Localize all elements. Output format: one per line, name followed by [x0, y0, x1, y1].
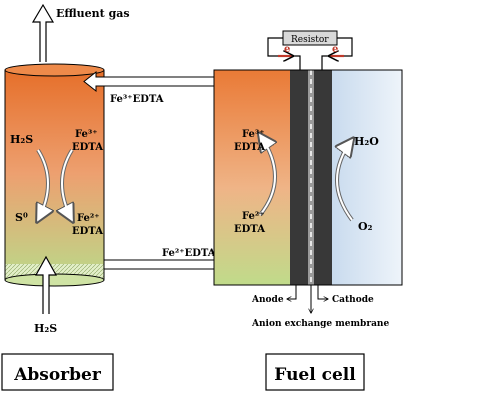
absorber-h2s-label: H₂S	[10, 133, 33, 146]
effluent-gas-label: Effluent gas	[56, 7, 130, 20]
fe3-edta-top-label: Fe³⁺EDTA	[110, 94, 164, 105]
absorber-s0-label: S⁰	[15, 211, 28, 224]
effluent-gas-arrow	[31, 3, 55, 62]
absorber-fe3-label: Fe³⁺	[75, 129, 98, 140]
anode-reaction-arrow	[260, 135, 275, 217]
resistor-box	[282, 30, 338, 46]
fuel-cell-title-box	[265, 353, 365, 391]
fuel-cell	[213, 69, 403, 286]
absorber-fe2-edta-label: EDTA	[72, 226, 103, 237]
cell-fe3-label: Fe³⁺	[242, 129, 265, 140]
cell-fe3-edta-label: EDTA	[234, 142, 265, 153]
fe2-edta-bottom-label: Fe²⁺EDTA	[162, 248, 216, 259]
electron-right-label: e	[332, 44, 338, 55]
cell-fe2-label: Fe²⁺	[242, 211, 265, 222]
absorber-fe3-edta-label: EDTA	[72, 142, 103, 153]
cell-fe2-edta-label: EDTA	[234, 224, 265, 235]
electrode-pointers	[287, 285, 328, 313]
resistor-label: Resistor	[291, 35, 329, 45]
cathode-label: Cathode	[332, 295, 374, 305]
absorber-title: Absorber	[13, 365, 102, 385]
h2s-inlet-label: H₂S	[34, 322, 57, 335]
o2-label: O₂	[358, 220, 373, 233]
fuel-cell-title: Fuel cell	[274, 365, 356, 385]
external-circuit	[267, 30, 353, 70]
anode-label: Anode	[251, 295, 284, 305]
absorber-title-box	[1, 353, 114, 391]
h2s-inlet-arrow	[34, 255, 58, 314]
cathode-reaction-arrow	[337, 140, 352, 222]
membrane-label: Anion exchange membrane	[251, 319, 389, 329]
fe3-return-arrow	[83, 70, 215, 93]
absorber-fe2-label: Fe²⁺	[77, 213, 100, 224]
absorber-column	[4, 63, 105, 287]
electron-left-label: e	[284, 44, 290, 55]
h2o-label: H₂O	[354, 135, 379, 148]
absorber-reaction-arrows	[38, 148, 72, 220]
